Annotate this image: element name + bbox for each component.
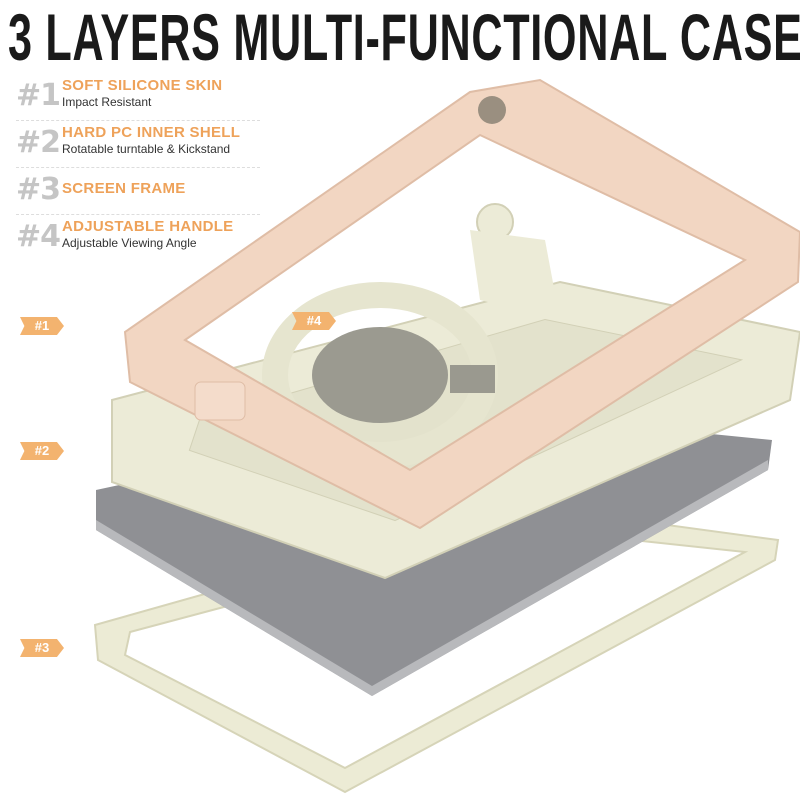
feature-heading: SOFT SILICONE SKIN: [62, 77, 223, 94]
feature-number: #4: [16, 219, 61, 254]
feature-heading: HARD PC INNER SHELL: [62, 124, 241, 141]
layer-tag-1: #1: [20, 317, 64, 335]
feature-heading: ADJUSTABLE HANDLE: [62, 218, 234, 235]
feature-number: #1: [16, 78, 61, 113]
feature-item: #2 HARD PC INNER SHELL Rotatable turntab…: [16, 121, 260, 168]
feature-subtext: Impact Resistant: [62, 95, 152, 109]
feature-item: #3 SCREEN FRAME: [16, 168, 260, 215]
page-title: 3 LAYERS MULTI-FUNCTIONAL CASE: [8, 0, 800, 74]
feature-number: #3: [16, 172, 61, 207]
layer-tag-2: #2: [20, 442, 64, 460]
layer-tag-4: #4: [292, 312, 336, 330]
feature-item: #4 ADJUSTABLE HANDLE Adjustable Viewing …: [16, 215, 260, 261]
feature-number: #2: [16, 125, 61, 160]
soft-silicone-skin: [123, 78, 800, 530]
feature-item: #1 SOFT SILICONE SKIN Impact Resistant: [16, 74, 260, 121]
feature-heading: SCREEN FRAME: [62, 180, 186, 197]
feature-subtext: Adjustable Viewing Angle: [62, 236, 197, 250]
feature-subtext: Rotatable turntable & Kickstand: [62, 142, 231, 156]
feature-list: #1 SOFT SILICONE SKIN Impact Resistant #…: [16, 74, 260, 261]
layer-tag-3: #3: [20, 639, 64, 657]
